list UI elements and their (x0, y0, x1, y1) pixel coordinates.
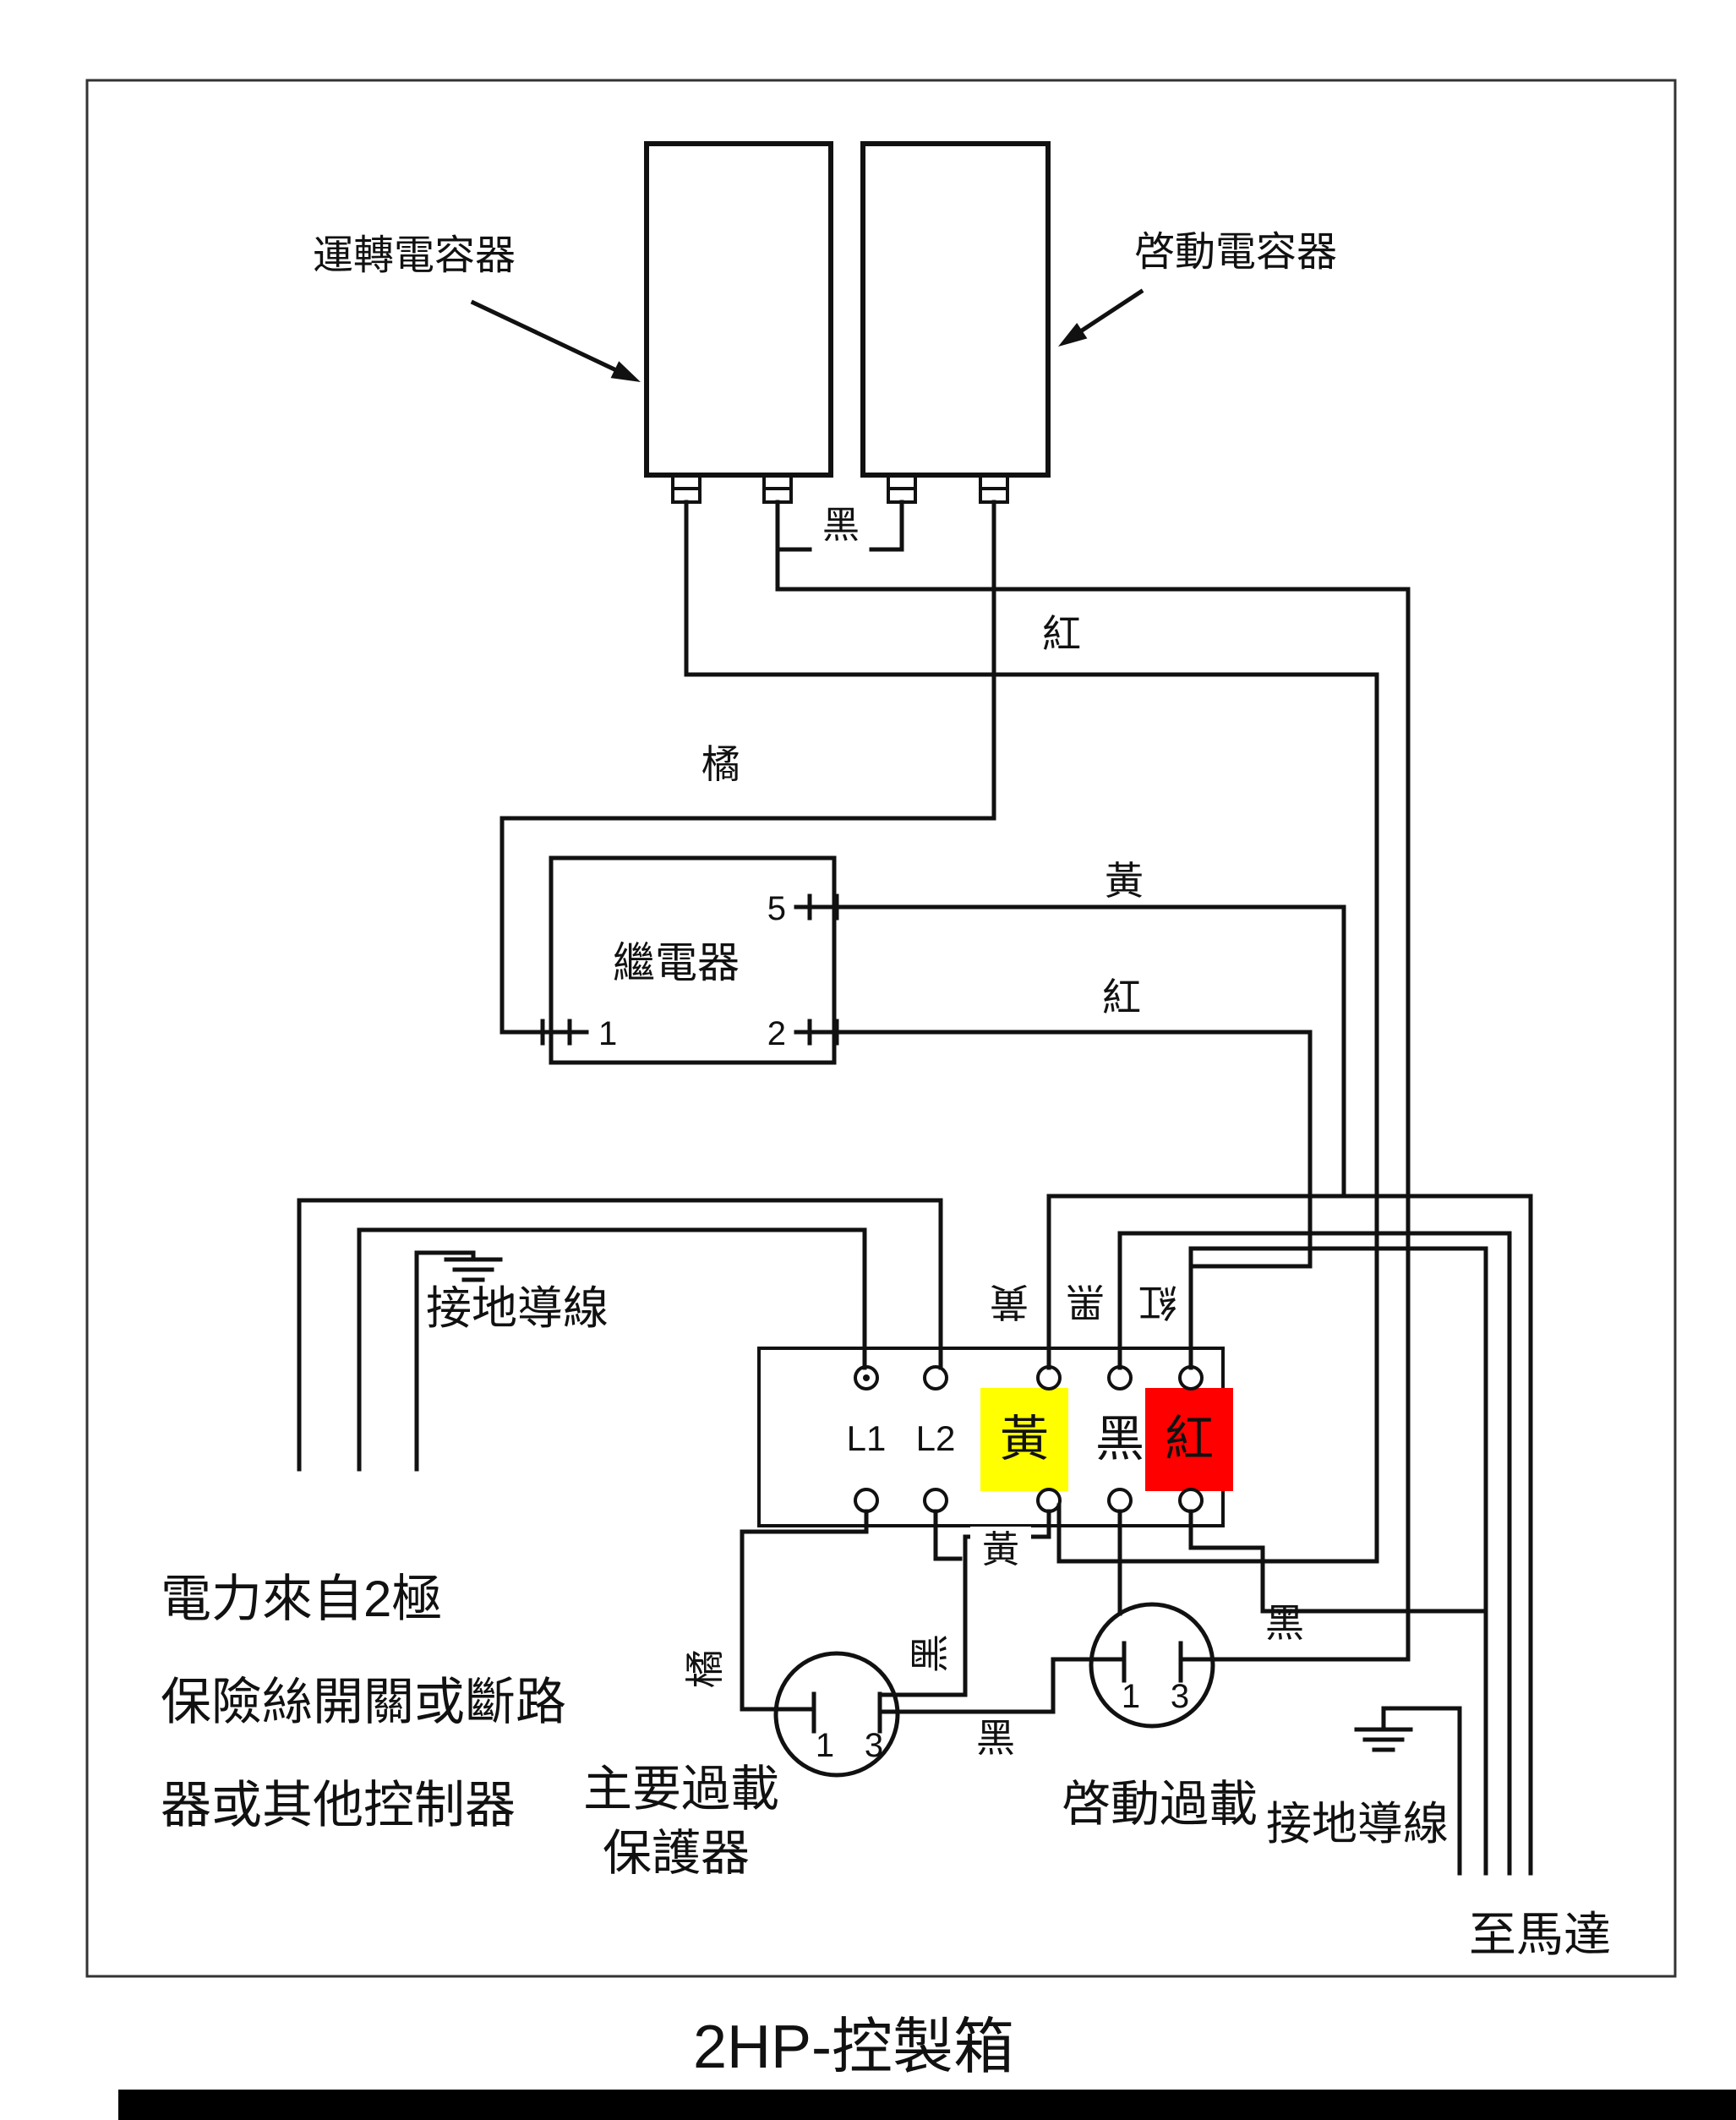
main-overload-t3-label: 3 (865, 1727, 883, 1764)
bottom-black-bar (118, 2090, 1736, 2120)
run-capacitor-arrow (470, 299, 618, 373)
wire-yellow-jumper-hook (933, 1509, 963, 1561)
run-capacitor-label: 運轉電容器 (313, 233, 516, 278)
strip-label-red: 紅 (1165, 1412, 1214, 1467)
wire-power-to-L2 (297, 1198, 943, 1472)
start-capacitor-box (860, 141, 1051, 478)
screw-L2-top (923, 1365, 948, 1391)
capacitor-terminals (671, 473, 1009, 504)
strip-label-L1: L1 (847, 1418, 887, 1458)
screw-L1-bottom (854, 1488, 879, 1513)
wire-yellow-strip-to-motor (1046, 1194, 1533, 1876)
wire-black-overload-link (882, 1657, 1122, 1714)
terminal-strip: L1 L2 黃 黑 紅 黃 (757, 1347, 1233, 1572)
power-note-line2: 保險絲開關或斷路 (161, 1674, 566, 1730)
ground-left: 接地導線 (426, 1250, 609, 1334)
wire-red-run-capacitor (684, 500, 1379, 1564)
start-capacitor: 啓動電容器 (860, 141, 1337, 478)
label-black-caps: 黑 (822, 505, 860, 546)
screw-yellow-bottom (1036, 1488, 1062, 1513)
label-red-relay: 紅 (1102, 975, 1141, 1019)
yellow-terminal-highlight (980, 1388, 1068, 1491)
power-note-line3: 器或其他控制器 (161, 1777, 516, 1833)
wires (297, 500, 1533, 1876)
label-black-overload-link: 黑 (976, 1716, 1015, 1760)
relay-terminal2-label: 2 (767, 1015, 786, 1052)
strip-label-yellow: 黃 (1000, 1412, 1049, 1467)
main-overload-circle (773, 1651, 900, 1778)
wire-red-strip-to-motor (1188, 1246, 1488, 1876)
label-red-caps: 紅 (1042, 612, 1081, 656)
relay: 繼電器 5 1 2 (520, 855, 858, 1065)
diagram-border (85, 79, 1677, 1978)
relay-terminal1-label: 1 (598, 1015, 617, 1052)
label-strip-top-yellow: 黃 (990, 1280, 1029, 1324)
wire-orange-to-relay1 (500, 500, 996, 1035)
ground-right-label: 接地導線 (1266, 1799, 1449, 1850)
run-capacitor: 運轉電容器 (313, 141, 833, 478)
label-black-mid-drop: 黑 (908, 1634, 952, 1673)
wire-red-strip-bottom (1188, 1509, 1488, 1614)
power-note-line1: 電力來自2極 (161, 1571, 442, 1627)
wire-black-strip-to-main-overload3 (882, 1509, 1051, 1697)
label-orange-relay: 橘 (701, 742, 740, 786)
wire-black-hook-right (869, 500, 904, 552)
wire-power-ground (414, 1250, 476, 1472)
screw-L2-bottom (923, 1488, 948, 1513)
screw-red-bottom (1178, 1488, 1204, 1513)
start-overload-t3-label: 3 (1171, 1678, 1189, 1715)
start-overload-circle (1089, 1602, 1215, 1729)
strip-label-L2: L2 (916, 1418, 956, 1458)
wire-black-run-to-start-overload (775, 500, 1411, 1662)
screw-black-top (1107, 1365, 1133, 1391)
main-overload-label-line2: 保護器 (603, 1826, 750, 1881)
label-black-start-overload: 黑 (1265, 1601, 1304, 1645)
main-overload-protector: 1 3 主要過載 保護器 (583, 1651, 900, 1881)
screw-yellow-top (1036, 1365, 1062, 1391)
start-capacitor-label: 啓動電容器 (1134, 230, 1337, 275)
start-overload-label: 啓動過載 (1062, 1777, 1258, 1832)
label-strip-top-black: 黑 (1066, 1280, 1105, 1324)
relay-terminal5-label: 5 (767, 890, 786, 927)
wire-power-to-L1 (357, 1227, 867, 1472)
ground-right: 接地導線 (1266, 1706, 1449, 1850)
run-capacitor-arrowhead-icon (610, 361, 641, 382)
wire-black-strip-to-motor (1117, 1231, 1512, 1876)
wire-orange-L1-to-main-overload (740, 1509, 869, 1712)
to-motor-label: 至馬達 (1469, 1908, 1611, 1961)
start-capacitor-arrowhead-icon (1058, 323, 1088, 347)
strip-label-black: 黑 (1095, 1412, 1144, 1467)
wire-red-relay2 (853, 1030, 1313, 1269)
wire-ground-right-lead (1381, 1706, 1462, 1876)
main-overload-label-line1: 主要過載 (583, 1762, 779, 1817)
label-yellow-jumper: 黃 (982, 1529, 1019, 1571)
start-capacitor-arrow (1078, 288, 1144, 334)
label-yellow-relay: 黃 (1105, 859, 1144, 903)
start-overload: 1 3 啓動過載 (1062, 1602, 1258, 1832)
run-capacitor-box (644, 141, 833, 478)
wire-yellow-relay5 (853, 904, 1346, 1199)
relay-box (549, 855, 837, 1065)
page-title: 2HP-控製箱 (693, 2013, 1014, 2081)
screw-black-bottom (1107, 1488, 1133, 1513)
ground-left-label: 接地導線 (426, 1283, 609, 1334)
yellow-jumper-label-patch (970, 1527, 1031, 1572)
label-strip-top-red: 紅 (1138, 1280, 1177, 1324)
screw-red-top (1178, 1365, 1204, 1391)
main-overload-t1-label: 1 (816, 1727, 834, 1764)
red-terminal-highlight (1145, 1388, 1233, 1491)
screw-L1-top (854, 1365, 879, 1391)
screw-L1-top-dot (863, 1374, 870, 1381)
label-orange-l1-drop: 橘 (683, 1649, 727, 1688)
power-source-note: 電力來自2極 保險絲開關或斷路 器或其他控制器 (161, 1571, 566, 1833)
start-overload-t1-label: 1 (1122, 1678, 1140, 1715)
relay-label: 繼電器 (613, 939, 740, 986)
